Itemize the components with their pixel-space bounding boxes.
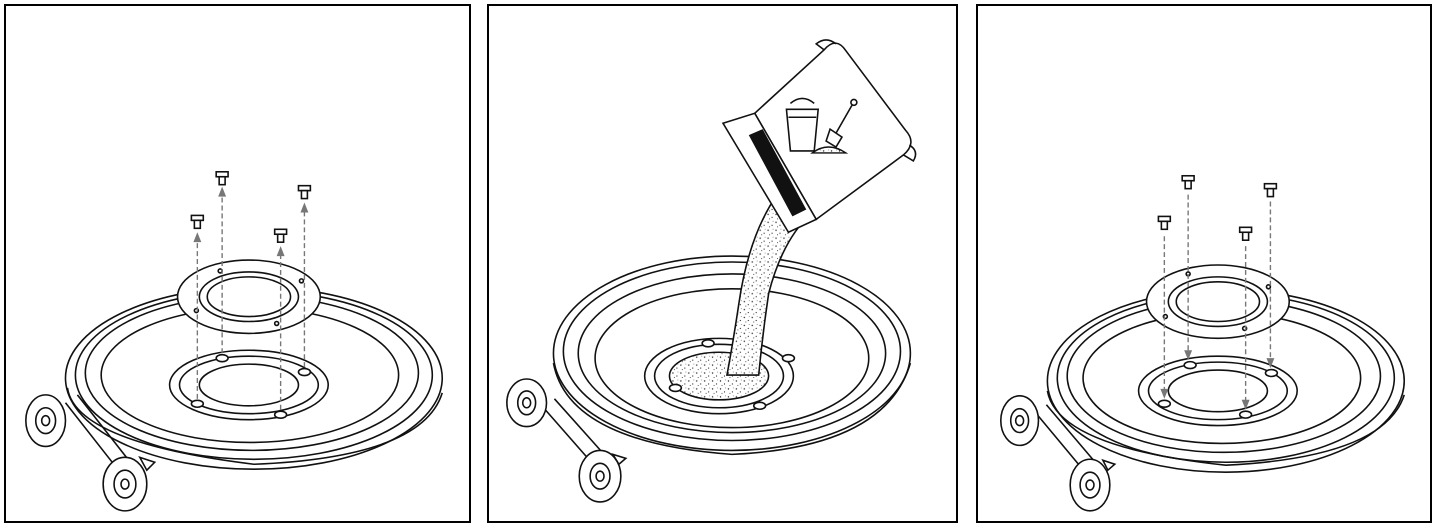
cover-plate <box>178 260 321 333</box>
bolts <box>191 172 310 242</box>
wheel-left <box>1001 396 1039 446</box>
wheel-front <box>103 457 147 511</box>
bolt-icon <box>191 215 203 228</box>
bolts <box>1158 176 1276 240</box>
bolt-icon <box>1264 184 1276 197</box>
bolt-icon <box>275 229 287 242</box>
cover-plate <box>1147 265 1290 338</box>
bolt-icon <box>1182 176 1194 189</box>
step-2-illustration <box>489 6 956 521</box>
wheel-left <box>507 379 547 427</box>
bolt-icon <box>216 172 228 185</box>
wheel-assembly <box>26 395 155 511</box>
bolt-icon <box>1158 216 1170 229</box>
bolt-icon <box>1240 227 1252 240</box>
step-3-illustration <box>978 6 1430 521</box>
step-2-panel <box>487 4 958 523</box>
bolt-icon <box>298 186 310 199</box>
wheel-front <box>1070 459 1110 511</box>
sand-bag <box>723 40 916 232</box>
fill-opening <box>645 338 795 413</box>
wheel-assembly <box>507 379 626 502</box>
wheel-left <box>26 395 66 447</box>
step-1-panel <box>4 4 471 523</box>
step-1-illustration <box>6 6 469 521</box>
step-3-panel <box>976 4 1432 523</box>
fill-opening <box>170 350 329 419</box>
